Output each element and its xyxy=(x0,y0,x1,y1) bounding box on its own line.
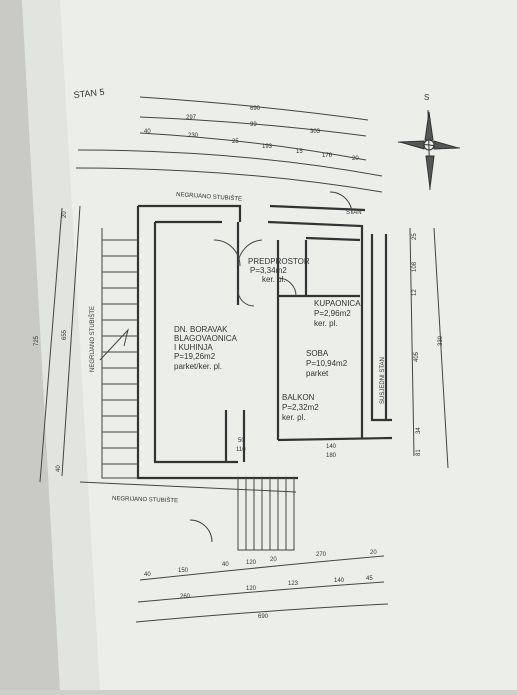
label-stairs-left: NEGRIJANO STUBIŠTE xyxy=(89,306,96,372)
room-area: P=3,34m2 xyxy=(250,266,287,275)
dim-bottom-1d: 120 xyxy=(246,560,257,566)
right-dimension-lines xyxy=(409,227,449,469)
dim-inner-c: 140 xyxy=(326,444,337,450)
dim-bottom-1c: 40 xyxy=(222,562,229,568)
room-name: SOBA xyxy=(306,349,329,358)
dim-top-2e: 15 xyxy=(296,149,303,155)
room-floor: ker. pl. xyxy=(262,275,286,284)
room-area: P=2,32m2 xyxy=(282,403,319,412)
dim-bottom-1a: 40 xyxy=(144,572,151,578)
dim-bottom-total: 690 xyxy=(258,614,269,620)
dim-top-2g: 20 xyxy=(352,156,359,162)
room-name: DN. BORAVAK xyxy=(174,325,228,334)
plan-title: STAN 5 xyxy=(73,87,105,100)
dim-bottom-1b: 150 xyxy=(178,568,189,574)
left-dimension-lines xyxy=(39,205,81,483)
door-swings xyxy=(189,191,353,543)
room-name: PREDPROSTOR xyxy=(248,257,310,266)
room-area: P=10,94m2 xyxy=(306,359,348,368)
dim-bottom-1f: 270 xyxy=(316,552,327,558)
dim-right-e: 330 xyxy=(438,335,444,346)
room-name: BALKON xyxy=(282,393,315,402)
dim-top-total: 690 xyxy=(250,106,261,112)
north-label: S xyxy=(424,93,429,102)
dim-right-b: 108 xyxy=(412,261,418,272)
dim-inner-a: 50 xyxy=(238,438,245,444)
dim-top-1c: 303 xyxy=(310,129,321,135)
dim-left-d: 40 xyxy=(56,465,62,472)
room-name: KUPAONICA xyxy=(314,299,361,308)
dim-right-f: 34 xyxy=(416,427,422,434)
dim-left-c: 655 xyxy=(62,329,68,340)
dim-top-2f: 176 xyxy=(322,153,333,159)
dim-bottom-2a: 260 xyxy=(180,594,191,600)
label-stairs-top: NEGRIJANO STUBIŠTE xyxy=(176,191,242,203)
room-area: P=19,26m2 xyxy=(174,352,216,361)
room-dnevni-boravak: DN. BORAVAK BLAGOVAONICA I KUHINJA P=19,… xyxy=(174,325,238,371)
dim-inner-b: 110 xyxy=(236,447,246,453)
dim-bottom-2d: 140 xyxy=(334,578,345,584)
dim-top-1b: 99 xyxy=(250,122,257,128)
dim-left-b: 725 xyxy=(34,335,40,346)
room-balkon: BALKON P=2,32m2 ker. pl. xyxy=(282,393,319,422)
dim-right-d: 405 xyxy=(414,351,420,362)
north-arrow-icon xyxy=(397,109,461,191)
room-floor: parket/ker. pl. xyxy=(174,362,222,371)
dim-top-2c: 25 xyxy=(232,139,239,145)
room-floor: ker. pl. xyxy=(282,413,306,422)
walls xyxy=(136,204,393,480)
label-neighbor-top: STAN xyxy=(346,210,362,216)
dim-right-a: 25 xyxy=(412,233,418,240)
dim-top-2b: 230 xyxy=(188,133,199,139)
room-predprostor: PREDPROSTOR P=3,34m2 ker. pl. xyxy=(248,257,310,284)
dim-right-g: 81 xyxy=(416,449,422,456)
dim-inner-d: 180 xyxy=(326,453,337,459)
bottom-stairs xyxy=(79,478,297,551)
room-kupaonica: KUPAONICA P=2,96m2 ker. pl. xyxy=(314,299,361,328)
label-stairs-bottom: NEGRIJANO STUBIŠTE xyxy=(112,495,178,504)
room-soba: SOBA P=10,94m2 parket xyxy=(306,349,348,378)
room-floor: parket xyxy=(306,369,329,378)
paper-sheet xyxy=(22,0,517,690)
dim-left-a: 20 xyxy=(62,211,68,218)
top-dimension-lines xyxy=(75,96,383,193)
room-name-3: I KUHINJA xyxy=(174,343,213,352)
dim-bottom-2b: 120 xyxy=(246,586,257,592)
room-area: P=2,96m2 xyxy=(314,309,351,318)
dim-right-c: 12 xyxy=(412,289,418,296)
dim-bottom-2c: 123 xyxy=(288,581,299,587)
room-floor: ker. pl. xyxy=(314,319,338,328)
dim-top-2d: 193 xyxy=(262,144,273,150)
room-name-2: BLAGOVAONICA xyxy=(174,334,238,343)
bottom-dimension-lines xyxy=(135,555,389,623)
dim-bottom-2e: 45 xyxy=(366,576,373,582)
dim-bottom-1e: 20 xyxy=(270,557,277,563)
left-stairs xyxy=(99,228,138,479)
label-neighbor-right: SUSJEDNI STAN xyxy=(380,357,386,404)
paper-fold-shadow xyxy=(22,0,100,690)
dim-top-1a: 297 xyxy=(186,115,197,121)
dim-top-2a: 40 xyxy=(144,129,151,135)
dim-bottom-1g: 20 xyxy=(370,550,377,556)
